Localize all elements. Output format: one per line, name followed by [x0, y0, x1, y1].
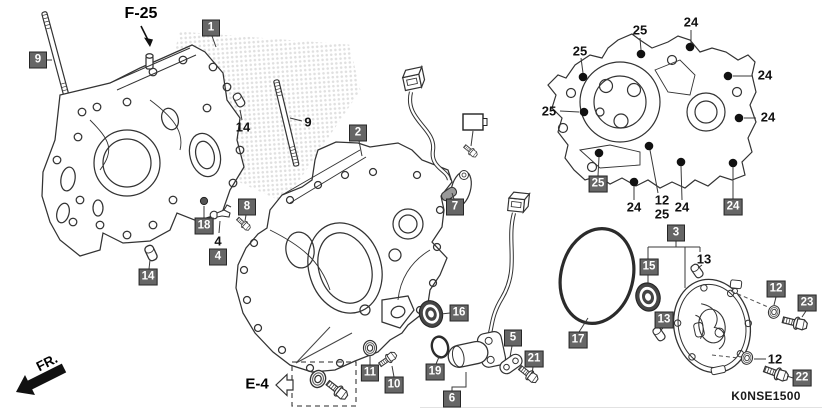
- leader-lines: [45, 30, 807, 391]
- callout-box-2[interactable]: 2: [349, 124, 367, 142]
- callout-box-8[interactable]: 8: [238, 198, 256, 216]
- part-label-24-right-2[interactable]: 24: [760, 109, 776, 125]
- callout-box-4[interactable]: 4: [209, 248, 227, 266]
- dowel-14b-art: [143, 243, 159, 263]
- callout-box-15[interactable]: 15: [639, 258, 659, 276]
- gasket-bolt-dots: [578, 42, 744, 187]
- stud-bolt-9b-art: [272, 78, 300, 168]
- callout-box-1[interactable]: 1: [202, 19, 220, 37]
- e4-arrow-icon: [275, 373, 294, 397]
- part-label-13[interactable]: 13: [696, 251, 712, 267]
- part-label-25-bottom[interactable]: 25: [654, 206, 670, 222]
- callout-box-18[interactable]: 18: [194, 217, 214, 235]
- callout-box-16[interactable]: 16: [449, 304, 469, 322]
- bolt-23-art: [780, 313, 810, 333]
- ref-link-e4[interactable]: E-4: [245, 375, 269, 393]
- callout-box-9[interactable]: 9: [29, 51, 47, 69]
- callout-box-10[interactable]: 10: [384, 376, 404, 394]
- washer-11-art: [362, 339, 378, 357]
- callout-box-12[interactable]: 12: [766, 280, 786, 298]
- callout-box-22[interactable]: 22: [792, 369, 812, 387]
- oil-seal-15-art: [632, 279, 664, 315]
- callout-box-23[interactable]: 23: [797, 294, 817, 312]
- callout-box-24[interactable]: 24: [723, 198, 743, 216]
- fr-arrow-icon: [16, 363, 67, 395]
- part-label-12[interactable]: 12: [767, 351, 783, 367]
- washer-12a-art: [766, 303, 782, 321]
- e4-group-art: [275, 326, 357, 407]
- part-label-25-left[interactable]: 25: [541, 103, 557, 119]
- o-ring-17-art: [558, 227, 636, 325]
- f25-arrow-icon: [140, 25, 153, 47]
- ref-box-art: [462, 113, 488, 147]
- diagram-code: K0NSE1500: [731, 389, 801, 403]
- oil-jet-18-art: [199, 196, 209, 206]
- callout-box-7[interactable]: 7: [446, 198, 464, 216]
- sensor-7-art: [400, 66, 472, 208]
- cover-plate-3-art: [672, 278, 769, 376]
- callout-box-25[interactable]: 25: [588, 175, 608, 193]
- callout-box-5[interactable]: 5: [504, 329, 522, 347]
- callout-box-6[interactable]: 6: [443, 390, 461, 408]
- part-label-24-bottom-2[interactable]: 24: [674, 199, 690, 215]
- callout-box-11[interactable]: 11: [360, 364, 380, 382]
- crankcase-left-art: [41, 44, 245, 257]
- joint-4-art: [209, 204, 232, 220]
- callout-box-17[interactable]: 17: [568, 331, 588, 349]
- callout-box-21[interactable]: 21: [524, 350, 544, 368]
- part-label-14[interactable]: 14: [235, 119, 251, 135]
- bolt-10-art: [376, 349, 399, 370]
- part-label-25-upper-left[interactable]: 25: [572, 43, 588, 59]
- part-label-24-right-1[interactable]: 24: [757, 67, 773, 83]
- ref-link-f25[interactable]: F-25: [124, 5, 158, 22]
- callout-box-3[interactable]: 3: [667, 224, 685, 242]
- bolt-8-art: [234, 215, 253, 233]
- callout-box-14[interactable]: 14: [138, 268, 158, 286]
- part-label-9[interactable]: 9: [304, 114, 312, 130]
- o-ring-19-art: [430, 335, 450, 359]
- part-label-4[interactable]: 4: [214, 233, 222, 249]
- stay-5-art: [499, 353, 523, 375]
- part-label-25-top[interactable]: 25: [632, 22, 648, 38]
- dowel-14a-art: [231, 91, 247, 109]
- bolt-7-mount-art: [461, 142, 480, 160]
- frame-baseline: [420, 407, 822, 408]
- part-label-12-gasket[interactable]: 12: [654, 192, 670, 208]
- pulser-6-art: [447, 191, 531, 368]
- part-label-24-bottom-1[interactable]: 24: [626, 199, 642, 215]
- callout-box-13[interactable]: 13: [654, 311, 674, 329]
- gasket-art: [547, 33, 757, 189]
- callout-box-19[interactable]: 19: [425, 363, 445, 381]
- part-label-24-top[interactable]: 24: [683, 14, 699, 30]
